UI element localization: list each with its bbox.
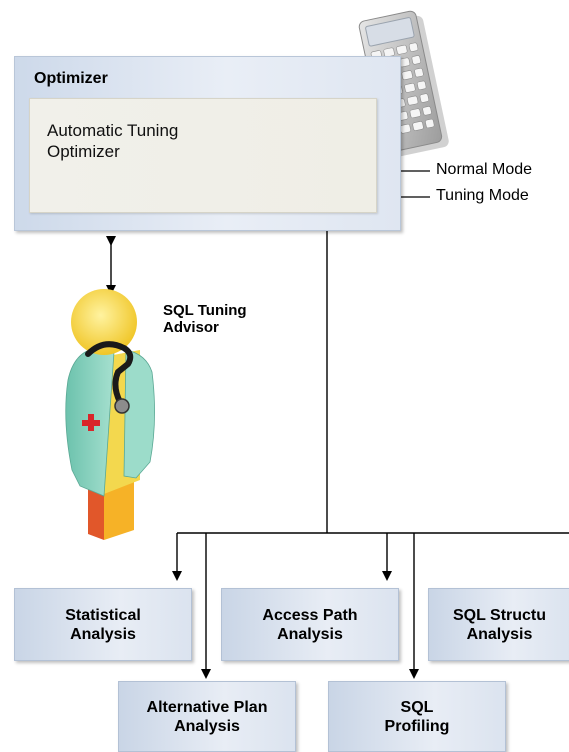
- tuning-mode-label: Tuning Mode: [436, 187, 529, 204]
- automatic-tuning-optimizer-box: [29, 98, 377, 213]
- doctor-advisor-icon: [65, 289, 155, 540]
- sql-structure-analysis-box: SQL Structu Analysis: [428, 588, 569, 661]
- optimizer-title: Optimizer: [34, 70, 108, 87]
- sql-tuning-advisor-label: SQL Tuning Advisor: [163, 302, 247, 336]
- automatic-tuning-optimizer-label: Automatic Tuning Optimizer: [47, 121, 179, 161]
- normal-mode-label: Normal Mode: [436, 161, 533, 178]
- sql-profiling-box: SQL Profiling: [328, 681, 506, 752]
- access-path-analysis-box: Access Path Analysis: [221, 588, 399, 661]
- statistical-analysis-box: Statistical Analysis: [14, 588, 192, 661]
- alternative-plan-analysis-box: Alternative Plan Analysis: [118, 681, 296, 752]
